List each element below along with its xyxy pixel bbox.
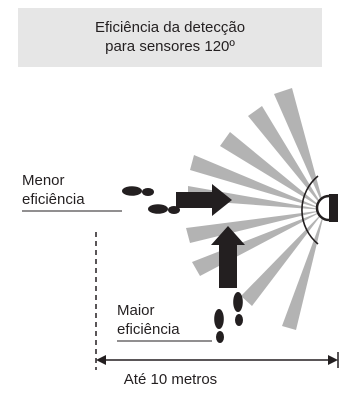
- detection-rays: [186, 88, 325, 330]
- low-efficiency-label-line-2: eficiência: [22, 191, 85, 208]
- title-line-2: para sensores 120º: [105, 38, 235, 55]
- title-box: Eficiência da detecção para sensores 120…: [18, 8, 322, 67]
- footprints-icon: [214, 292, 243, 343]
- detection-ray: [248, 106, 325, 210]
- distance-label: Até 10 metros: [123, 371, 218, 388]
- arrow-right-icon: [176, 184, 232, 216]
- low-efficiency-label-line-1: Menor: [22, 172, 65, 189]
- detection-ray: [188, 186, 325, 210]
- coverage-arc: [301, 175, 319, 245]
- detection-ray: [190, 155, 325, 210]
- high-efficiency-label-line-2: eficiência: [117, 321, 180, 338]
- detection-ray: [220, 132, 325, 210]
- detection-ray: [274, 88, 325, 210]
- title-line-1: Eficiência da detecção: [94, 19, 246, 36]
- distance-dimension: [96, 352, 339, 368]
- detection-ray: [241, 210, 325, 306]
- arrow-up-icon: [211, 226, 245, 288]
- high-efficiency-label-line-1: Maior: [117, 302, 155, 319]
- footprints-icon: [122, 186, 180, 214]
- sensor-icon: [315, 194, 338, 222]
